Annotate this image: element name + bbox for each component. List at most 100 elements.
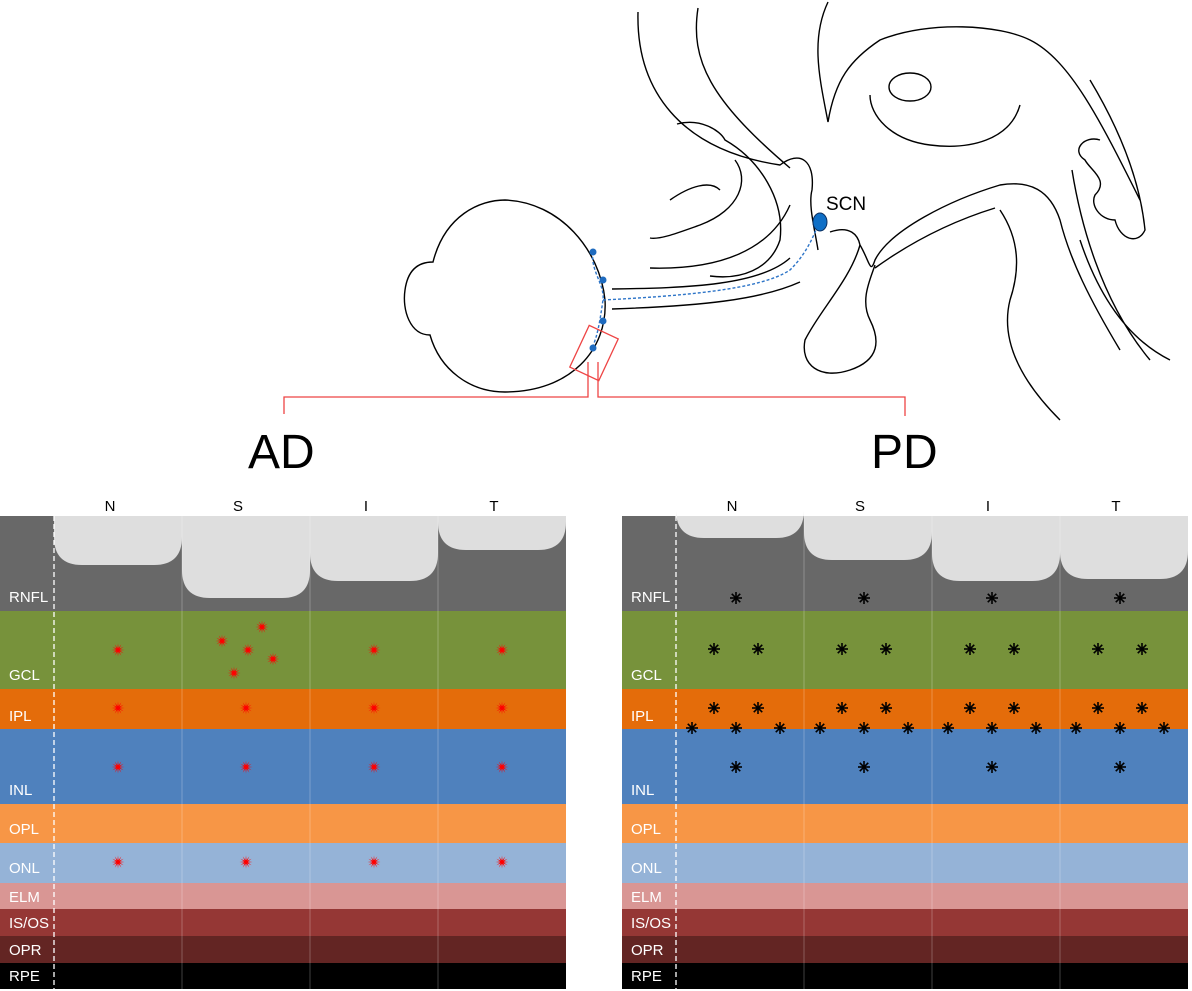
pd-marker bbox=[986, 761, 998, 773]
pd-layer-label: IS/OS bbox=[631, 915, 671, 932]
asterisk-stroke bbox=[1009, 644, 1019, 654]
pd-marker bbox=[1158, 722, 1170, 734]
ad-marker bbox=[111, 760, 125, 774]
pd-marker bbox=[730, 592, 742, 604]
ad-layer-label: INL bbox=[9, 782, 32, 799]
asterisk-stroke bbox=[753, 644, 763, 654]
ad-marker bbox=[367, 760, 381, 774]
ad-layer-inl bbox=[0, 729, 566, 804]
ad-layer-label: OPR bbox=[9, 942, 42, 959]
ad-layer-opr bbox=[0, 936, 566, 963]
pd-marker bbox=[902, 722, 914, 734]
ad-marker bbox=[239, 760, 253, 774]
ad-marker bbox=[495, 855, 509, 869]
pd-marker bbox=[880, 702, 892, 714]
pd-marker bbox=[1070, 722, 1082, 734]
pd-marker bbox=[858, 761, 870, 773]
pd-marker bbox=[708, 702, 720, 714]
pd-marker bbox=[880, 643, 892, 655]
pd-layer-opr bbox=[622, 936, 1188, 963]
asterisk-stroke bbox=[987, 723, 997, 733]
asterisk-stroke bbox=[1071, 723, 1081, 733]
ad-marker bbox=[241, 643, 255, 657]
pd-sector-label-t: T bbox=[1111, 498, 1120, 515]
asterisk-stroke bbox=[837, 703, 847, 713]
asterisk-stroke bbox=[731, 762, 741, 772]
asterisk-stroke bbox=[1137, 703, 1147, 713]
ad-layer-label: IPL bbox=[9, 708, 32, 725]
pd-layer-label: ONL bbox=[631, 860, 662, 877]
ad-rnfl-thickness-i bbox=[310, 516, 438, 581]
asterisk-stroke bbox=[859, 723, 869, 733]
asterisk-stroke bbox=[943, 723, 953, 733]
ad-marker bbox=[495, 643, 509, 657]
pd-marker bbox=[774, 722, 786, 734]
pd-marker bbox=[814, 722, 826, 734]
ad-marker bbox=[111, 643, 125, 657]
asterisk-stroke bbox=[1159, 723, 1169, 733]
ad-layer-label: GCL bbox=[9, 667, 40, 684]
ad-marker bbox=[367, 855, 381, 869]
ad-marker bbox=[111, 701, 125, 715]
ad-layer-opl bbox=[0, 804, 566, 843]
eyeball bbox=[403, 199, 606, 393]
asterisk-stroke bbox=[987, 762, 997, 772]
ad-sector-label-s: S bbox=[233, 498, 243, 515]
pd-marker bbox=[1136, 702, 1148, 714]
ad-marker bbox=[239, 701, 253, 715]
pd-marker bbox=[942, 722, 954, 734]
pd-marker bbox=[730, 761, 742, 773]
ad-layer-label: OPL bbox=[9, 821, 39, 838]
asterisk-stroke bbox=[709, 644, 719, 654]
ad-layer-label: ELM bbox=[9, 889, 40, 906]
ad-rnfl-thickness-s bbox=[182, 516, 310, 598]
asterisk-stroke bbox=[1115, 762, 1125, 772]
asterisk-stroke bbox=[987, 593, 997, 603]
pd-marker bbox=[708, 643, 720, 655]
asterisk-stroke bbox=[859, 593, 869, 603]
pd-layer-label: GCL bbox=[631, 667, 662, 684]
ad-marker bbox=[255, 620, 269, 634]
ad-sector-label-n: N bbox=[105, 498, 116, 515]
ad-heading: AD bbox=[248, 426, 315, 479]
pd-rnfl-thickness-i bbox=[932, 516, 1060, 581]
eye-brain-illustration: SCN AD PD bbox=[248, 1, 1171, 479]
pd-layer-rpe bbox=[622, 963, 1188, 989]
pd-marker bbox=[1092, 702, 1104, 714]
ad-rnfl-thickness-n bbox=[54, 516, 182, 565]
ad-marker bbox=[215, 634, 229, 648]
asterisk-stroke bbox=[731, 723, 741, 733]
asterisk-stroke bbox=[1093, 703, 1103, 713]
pd-rnfl-thickness-t bbox=[1060, 516, 1188, 579]
asterisk-stroke bbox=[903, 723, 913, 733]
asterisk-stroke bbox=[753, 703, 763, 713]
asterisk-stroke bbox=[1115, 593, 1125, 603]
pd-marker bbox=[964, 643, 976, 655]
pd-marker bbox=[752, 643, 764, 655]
ad-sector-label-i: I bbox=[364, 498, 368, 515]
ad-rnfl-thickness-t bbox=[438, 516, 566, 550]
asterisk-stroke bbox=[775, 723, 785, 733]
ad-marker bbox=[367, 701, 381, 715]
ad-marker bbox=[367, 643, 381, 657]
pd-sector-label-n: N bbox=[727, 498, 738, 515]
pd-layer-label: INL bbox=[631, 782, 654, 799]
ad-layer-onl bbox=[0, 843, 566, 883]
ad-marker bbox=[495, 760, 509, 774]
pd-marker bbox=[686, 722, 698, 734]
scn-nucleus bbox=[812, 212, 828, 232]
asterisk-stroke bbox=[881, 644, 891, 654]
ad-layer-rpe bbox=[0, 963, 566, 989]
pd-layer-label: OPL bbox=[631, 821, 661, 838]
pd-marker bbox=[1030, 722, 1042, 734]
pd-layer-inl bbox=[622, 729, 1188, 804]
ad-layer-elm bbox=[0, 883, 566, 909]
pd-marker bbox=[1008, 643, 1020, 655]
pd-layer-label: RPE bbox=[631, 968, 662, 985]
pd-rnfl-thickness-s bbox=[804, 516, 932, 560]
pd-layer-label: OPR bbox=[631, 942, 664, 959]
asterisk-stroke bbox=[815, 723, 825, 733]
asterisk-stroke bbox=[731, 593, 741, 603]
